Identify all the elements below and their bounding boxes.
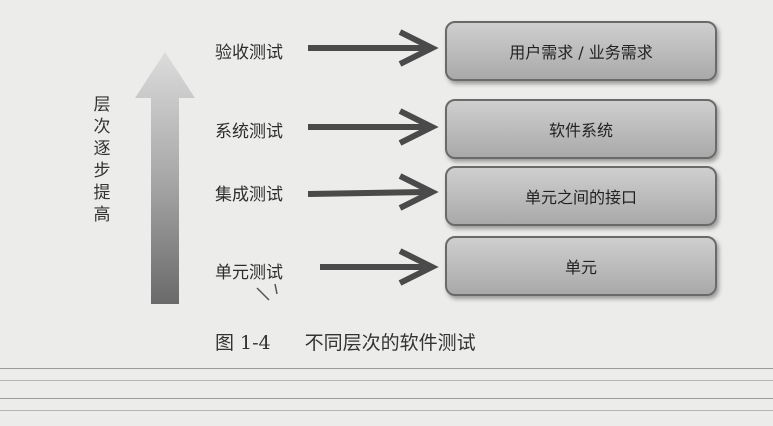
box-unit: 单元 — [445, 236, 717, 296]
divider-line — [0, 380, 773, 381]
figure-caption: 图 1-4 不同层次的软件测试 — [215, 328, 476, 355]
caption-text: 不同层次的软件测试 — [304, 332, 476, 354]
right-arrow-icon — [307, 173, 439, 211]
divider-line — [0, 368, 773, 369]
box-user-requirements: 用户需求 / 业务需求 — [445, 21, 717, 81]
divider-line — [0, 410, 773, 411]
right-arrow-icon — [308, 29, 439, 67]
row-label-unit: 单元测试 — [215, 263, 283, 283]
vertical-char: 层 — [93, 95, 111, 115]
level-up-arrow-icon — [135, 52, 195, 304]
vertical-label: 层 次 逐 步 提 高 — [90, 94, 114, 226]
vertical-char: 步 — [93, 161, 111, 181]
vertical-char: 高 — [93, 205, 111, 225]
row-label-acceptance: 验收测试 — [215, 43, 283, 63]
caption-number: 图 1-4 — [215, 332, 271, 354]
row-label-system: 系统测试 — [215, 122, 283, 142]
box-software-system: 软件系统 — [445, 99, 717, 159]
vertical-char: 次 — [93, 117, 111, 137]
vertical-char: 提 — [93, 183, 111, 203]
vertical-char: 逐 — [93, 139, 111, 159]
divider-line — [0, 398, 773, 399]
right-arrow-icon — [320, 248, 439, 286]
pen-mark-icon — [256, 283, 278, 301]
box-unit-interfaces: 单元之间的接口 — [445, 166, 717, 226]
row-label-integration: 集成测试 — [215, 185, 283, 205]
right-arrow-icon — [308, 108, 439, 146]
